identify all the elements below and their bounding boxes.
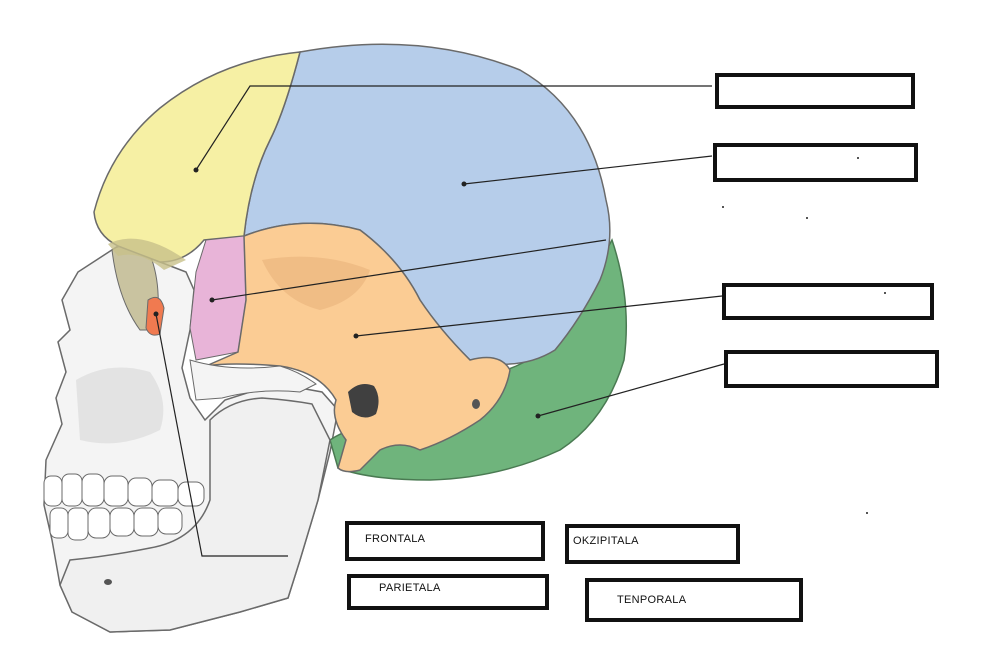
- word-tenporala-box[interactable]: TENPORALA: [585, 578, 803, 622]
- ear-opening: [348, 384, 379, 418]
- word-frontala-box[interactable]: FRONTALA: [345, 521, 545, 561]
- speck: [806, 217, 808, 219]
- answer-box-4[interactable]: [724, 350, 939, 388]
- mandible: [59, 397, 331, 633]
- leader-line-lacrimal: [155, 313, 288, 557]
- speck: [866, 512, 868, 514]
- answer-box-1[interactable]: [715, 73, 915, 109]
- word-parietala: PARIETALA: [379, 582, 441, 594]
- leader-lines: [155, 85, 725, 557]
- speck: [857, 157, 859, 159]
- upper-teeth: [43, 473, 205, 507]
- mastoid-foramen: [472, 399, 480, 409]
- word-tenporala: TENPORALA: [617, 594, 687, 606]
- leader-dots: [153, 167, 541, 419]
- speck: [722, 206, 724, 208]
- word-okzipitala: OKZIPITALA: [573, 535, 639, 547]
- word-okzipitala-box[interactable]: OKZIPITALA: [565, 524, 740, 564]
- face-shading: [76, 367, 164, 444]
- leader-line-sphenoid: [211, 239, 607, 301]
- leader-line-parietal: [463, 155, 713, 185]
- temporal-texture: [262, 256, 370, 310]
- sphenoid-bone: [189, 235, 247, 361]
- answer-box-3[interactable]: [722, 283, 934, 320]
- zygomatic-arch: [189, 359, 317, 401]
- word-frontala: FRONTALA: [365, 533, 426, 545]
- lower-teeth: [49, 507, 183, 541]
- brow-ridge: [108, 238, 186, 270]
- answer-box-2[interactable]: [713, 143, 918, 182]
- leader-line-temporal: [355, 295, 723, 337]
- mental-foramen: [104, 579, 112, 585]
- word-parietala-box[interactable]: PARIETALA: [347, 574, 549, 610]
- speck: [884, 292, 886, 294]
- leader-line-occipital: [537, 363, 725, 417]
- leader-line-frontal: [195, 85, 712, 171]
